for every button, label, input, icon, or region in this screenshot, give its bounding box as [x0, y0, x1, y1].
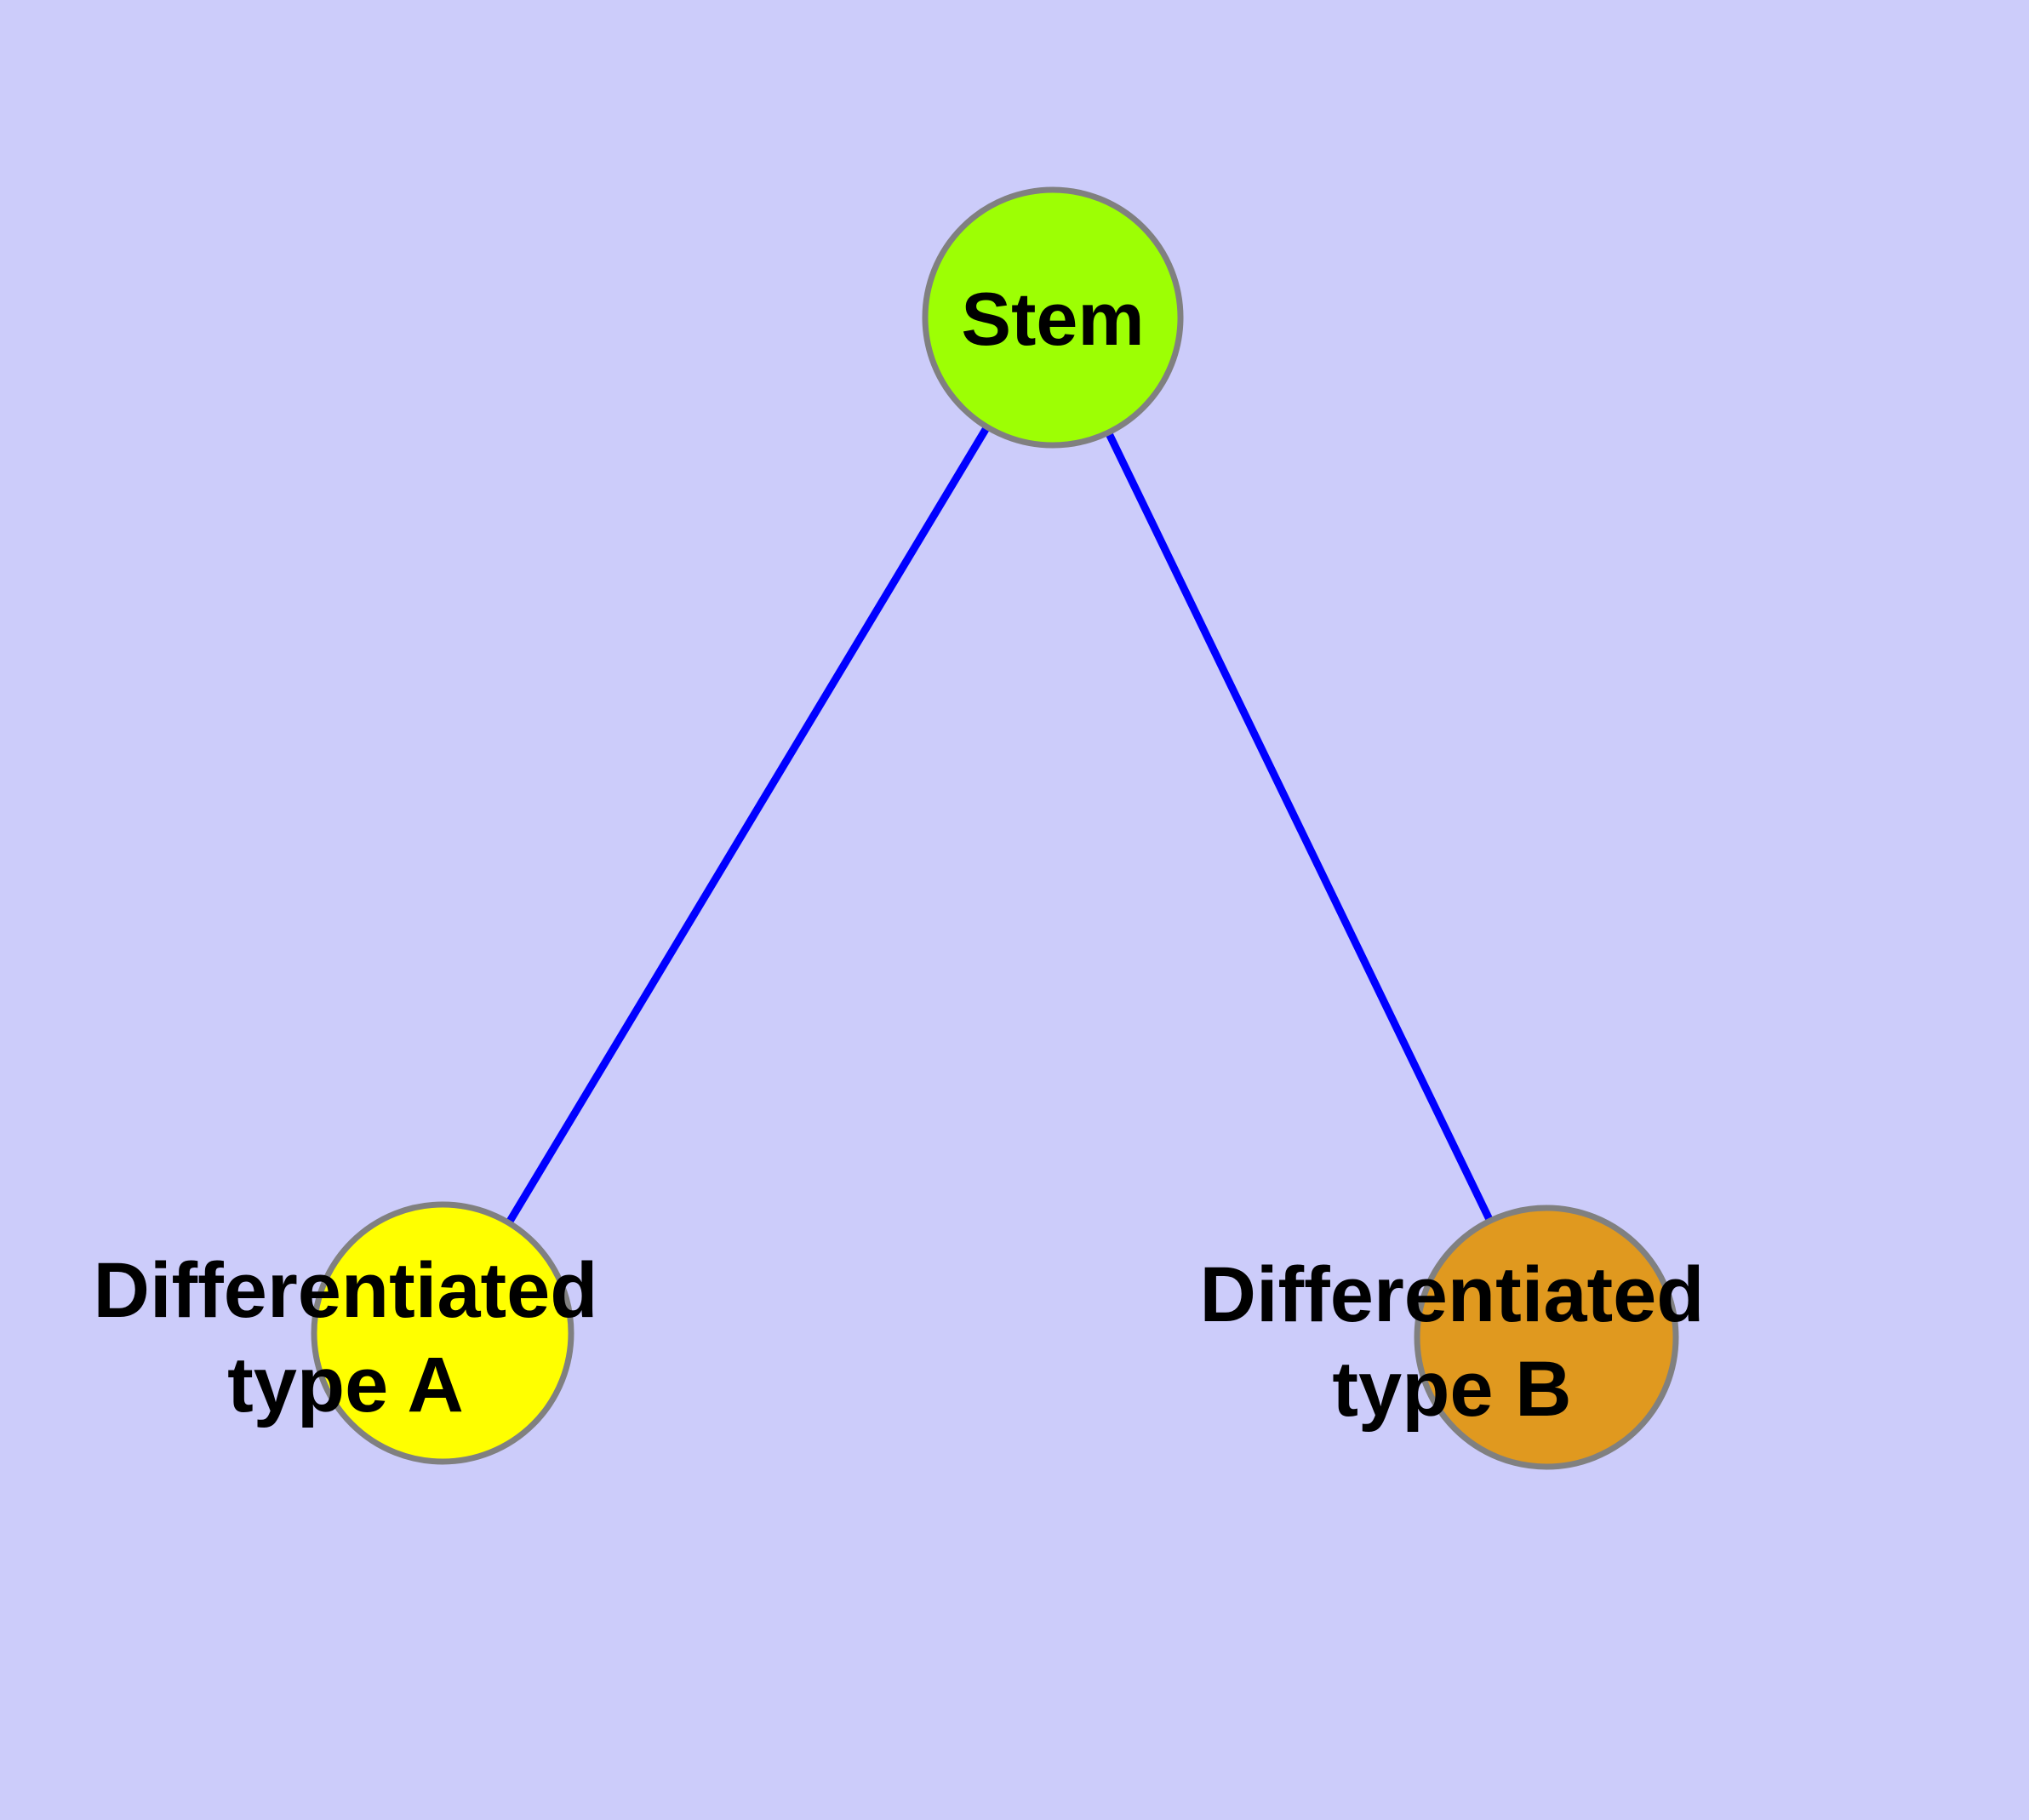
node-label-differentiated-type-b-line2: type B [1332, 1346, 1571, 1433]
labels-layer: Stem Differentiated type A Differentiate… [94, 277, 1705, 1433]
edge-stem-to-differentiated-type-b[interactable] [1049, 316, 1551, 1339]
node-label-differentiated-type-a-line1: Differentiated [94, 1247, 598, 1334]
node-label-differentiated-type-a-line2: type A [227, 1342, 464, 1428]
node-label-stem: Stem [961, 277, 1144, 361]
node-differentiated-type-b[interactable] [1414, 1205, 1679, 1470]
node-label-differentiated-type-b-line1: Differentiated [1200, 1251, 1705, 1338]
edge-stem-to-differentiated-type-a[interactable] [439, 315, 1056, 1336]
node-differentiated-type-a[interactable] [311, 1201, 574, 1465]
nodes-layer [311, 186, 1679, 1470]
node-stem[interactable] [922, 186, 1184, 449]
edges-layer [439, 315, 1551, 1339]
